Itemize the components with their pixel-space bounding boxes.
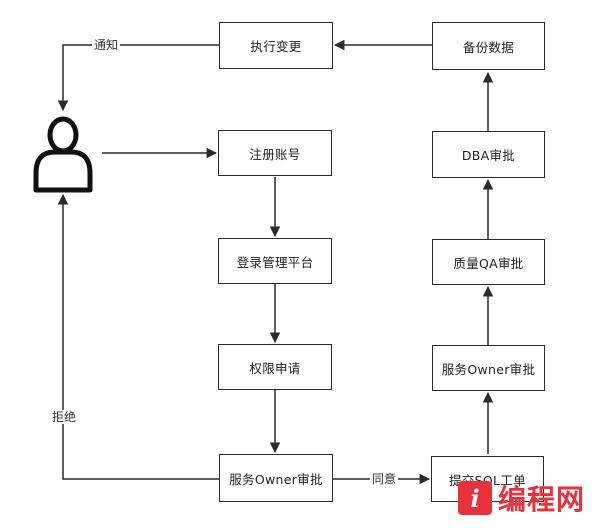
node-backup-data: 备份数据	[432, 22, 545, 70]
person-icon	[33, 116, 93, 193]
edge-owner-to-person	[57, 193, 219, 480]
node-service-owner-approve-left: 服务Owner审批	[219, 454, 333, 502]
node-login-platform: 登录管理平台	[218, 238, 332, 284]
node-permission-apply: 权限申请	[218, 344, 332, 390]
edge-label-notify: 通知	[92, 38, 121, 52]
node-execute-change: 执行变更	[219, 22, 333, 69]
edge-label-agree: 同意	[370, 472, 399, 486]
edge-label-reject: 拒绝	[50, 410, 79, 424]
node-register-account: 注册账号	[218, 130, 332, 176]
node-qa-approve: 质量QA审批	[432, 239, 545, 285]
watermark-text: 编程网	[498, 483, 586, 516]
edge-execute-to-person	[57, 44, 219, 112]
watermark: i 编程网	[458, 478, 585, 518]
node-dba-approve: DBA审批	[432, 131, 545, 178]
watermark-logo: i	[458, 481, 492, 515]
node-service-owner-approve-right: 服务Owner审批	[432, 345, 545, 391]
